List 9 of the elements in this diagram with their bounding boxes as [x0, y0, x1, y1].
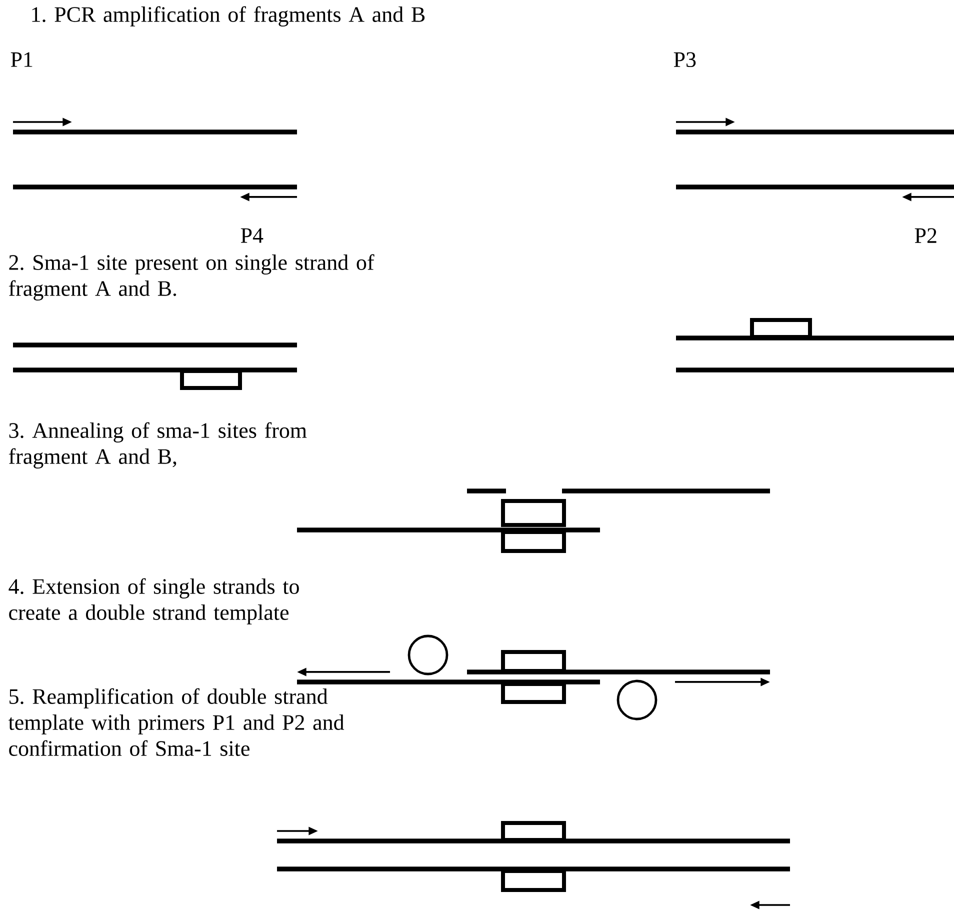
step-text: 5. Reamplification of double strand template with primers P1 and P2 and confirmation of Sma-1 site [8, 688, 344, 756]
step-text: 2. Sma-1 site present on single strand of fragment A and B. [8, 254, 374, 300]
step-text: 1. PCR amplification of fragments A and B [32, 6, 425, 26]
step-text: 4. Extension of single strands to create a double strand template [8, 578, 299, 624]
primer-label: P3 [674, 52, 696, 68]
step-text: 3. Annealing of sma-1 sites from fragment A and B, [8, 422, 307, 468]
primer-label: P4 [240, 228, 264, 243]
primer-label: P2 [914, 228, 936, 243]
primer-label: P1 [10, 52, 32, 67]
